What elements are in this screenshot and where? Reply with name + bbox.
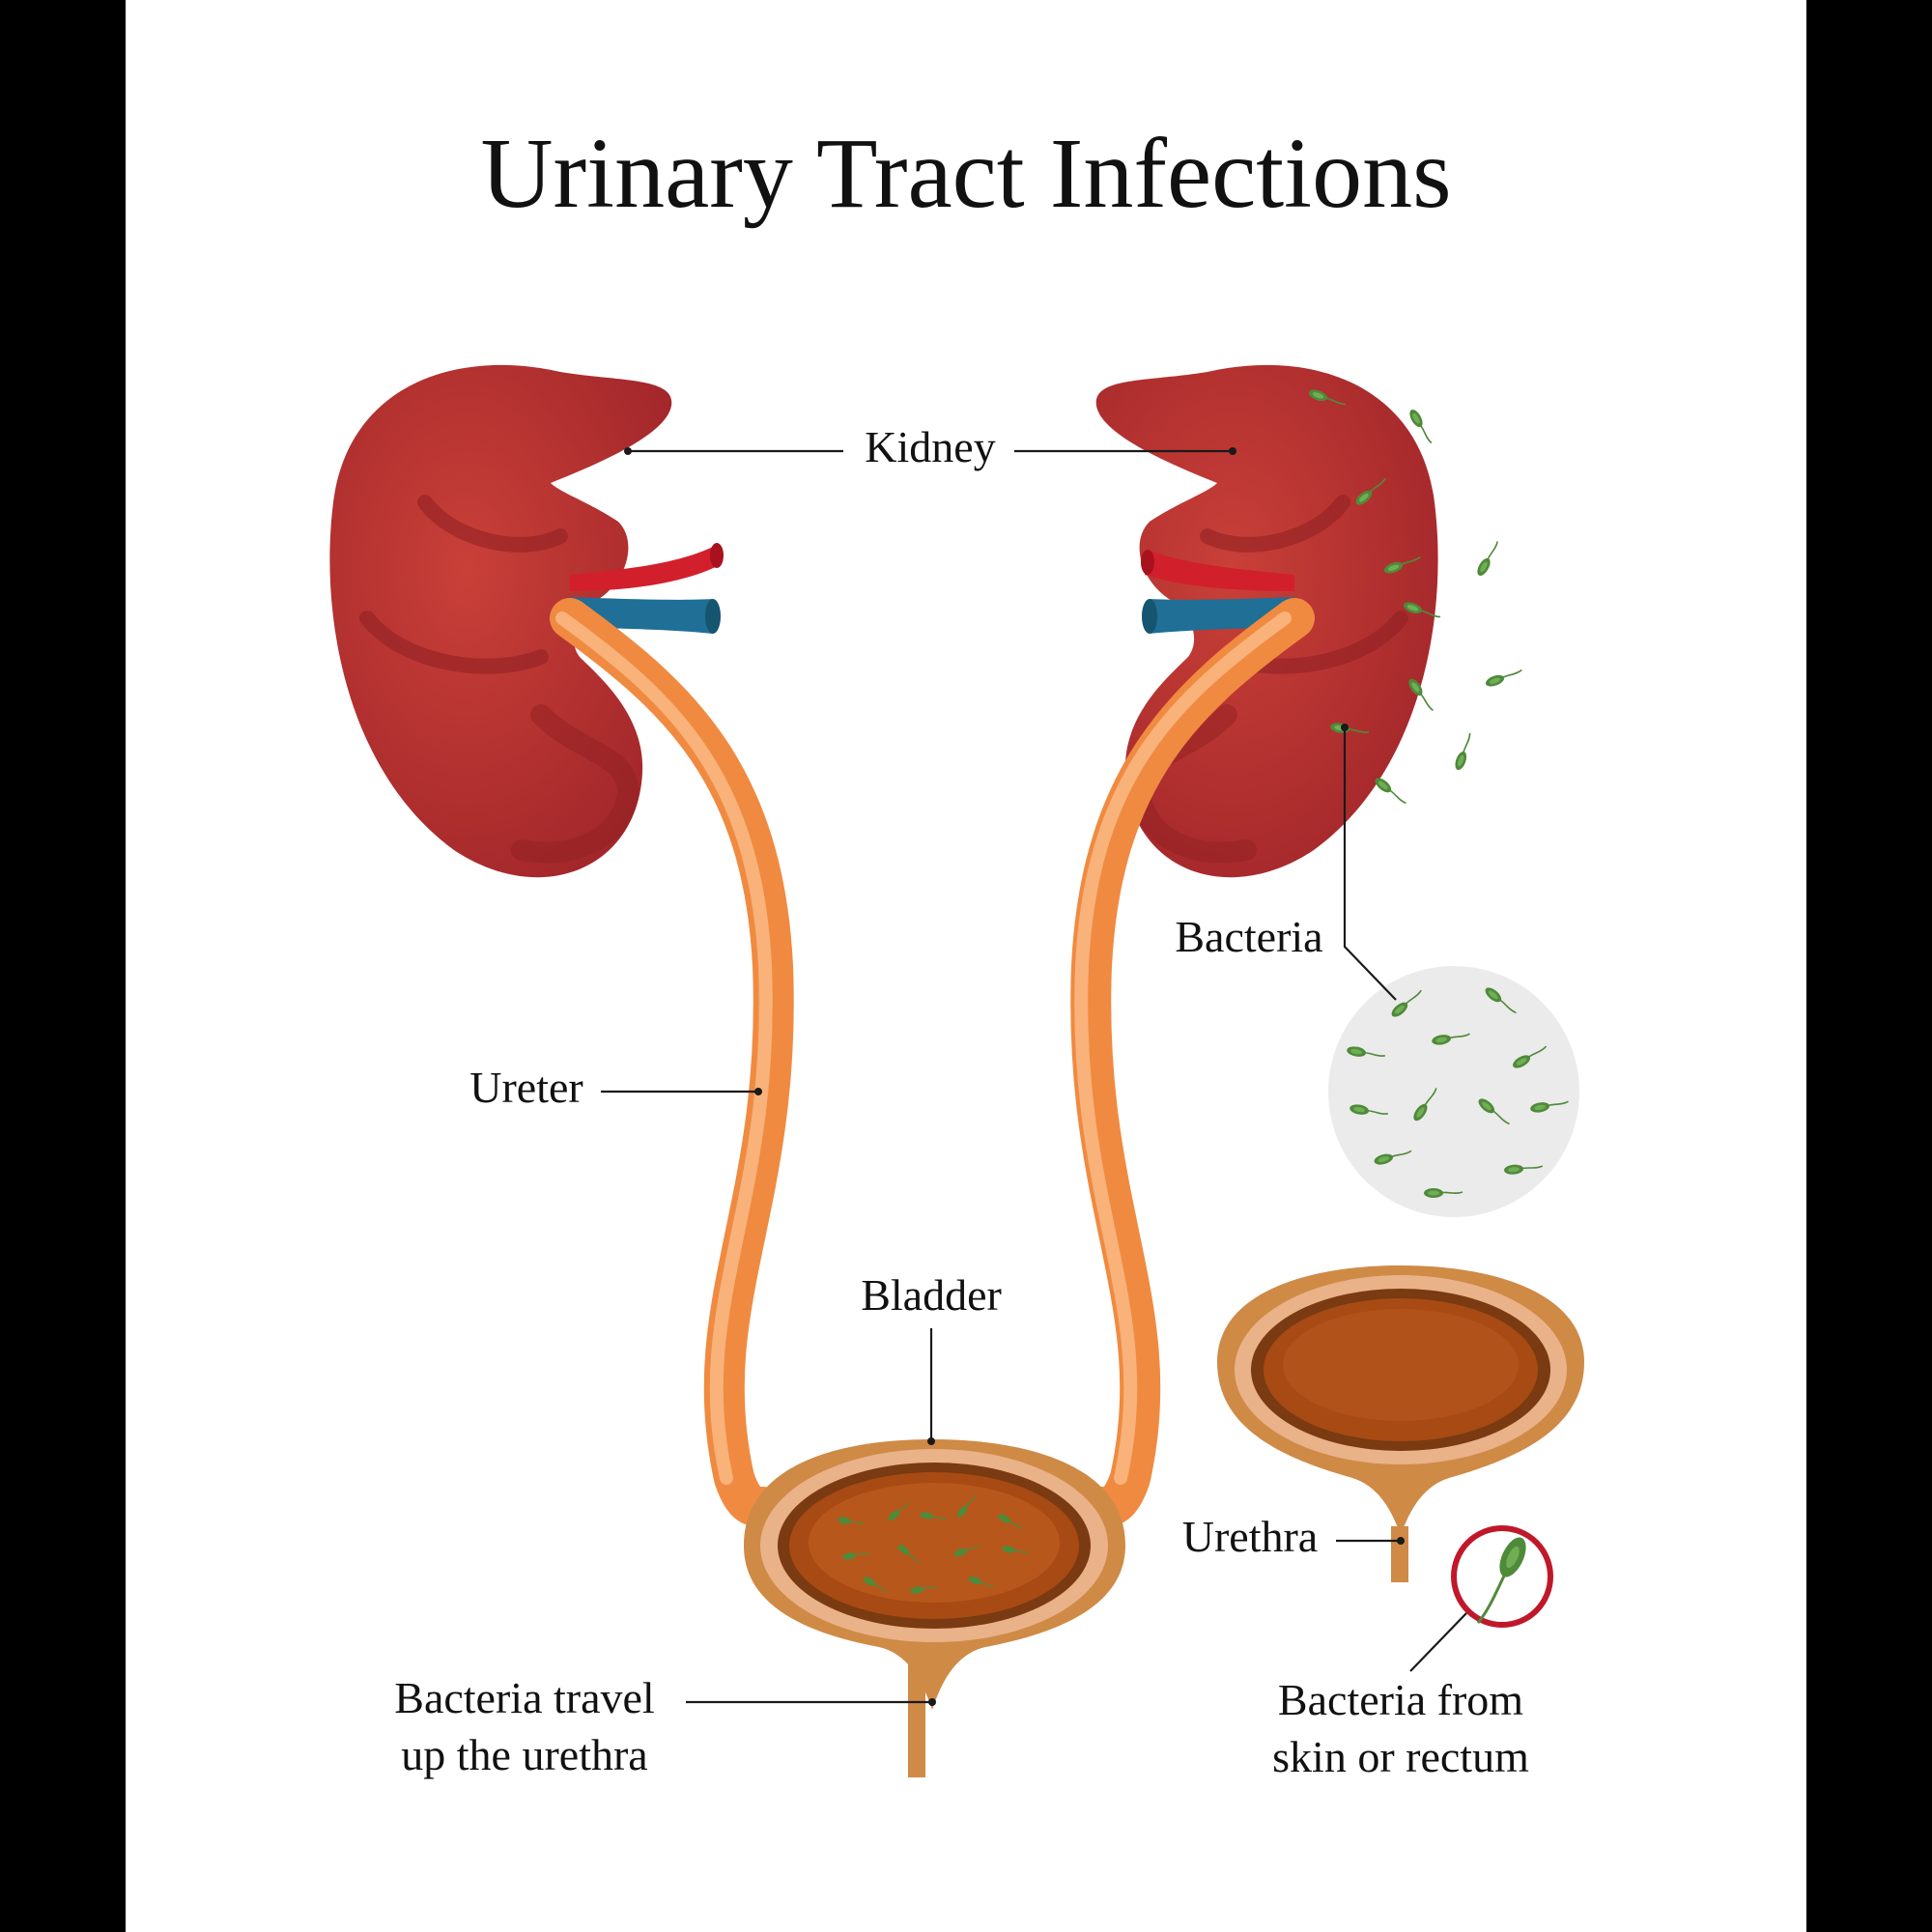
source-leader <box>1409 1612 1467 1672</box>
ureter-label: Ureter <box>469 1063 582 1112</box>
bacteria-leader <box>1341 724 1397 1001</box>
travel-label-line1: Bacteria travel <box>394 1673 654 1722</box>
kidney-leaders <box>624 447 1236 455</box>
urethra-label: Urethra <box>1182 1512 1318 1561</box>
page-title: Urinary Tract Infections <box>480 118 1452 229</box>
bacteria-label: Bacteria <box>1175 912 1322 961</box>
ureter-leader <box>601 1088 762 1095</box>
side-bladder <box>1217 1265 1584 1582</box>
bladder-label: Bladder <box>861 1270 1002 1320</box>
source-label-line2: skin or rectum <box>1272 1732 1529 1781</box>
source-label-line1: Bacteria from <box>1278 1675 1523 1724</box>
left-kidney <box>329 364 724 878</box>
urethra-leader <box>1336 1537 1405 1545</box>
travel-label-line2: up the urethra <box>401 1730 647 1779</box>
main-bladder <box>744 1439 1125 1777</box>
bladder-leader <box>927 1328 935 1445</box>
kidney-label: Kidney <box>865 422 995 471</box>
bacteria-source-circle <box>1451 1525 1553 1628</box>
travel-leader <box>686 1698 936 1706</box>
bacteria-magnified-circle <box>1328 966 1579 1217</box>
ureters <box>550 598 1315 1527</box>
